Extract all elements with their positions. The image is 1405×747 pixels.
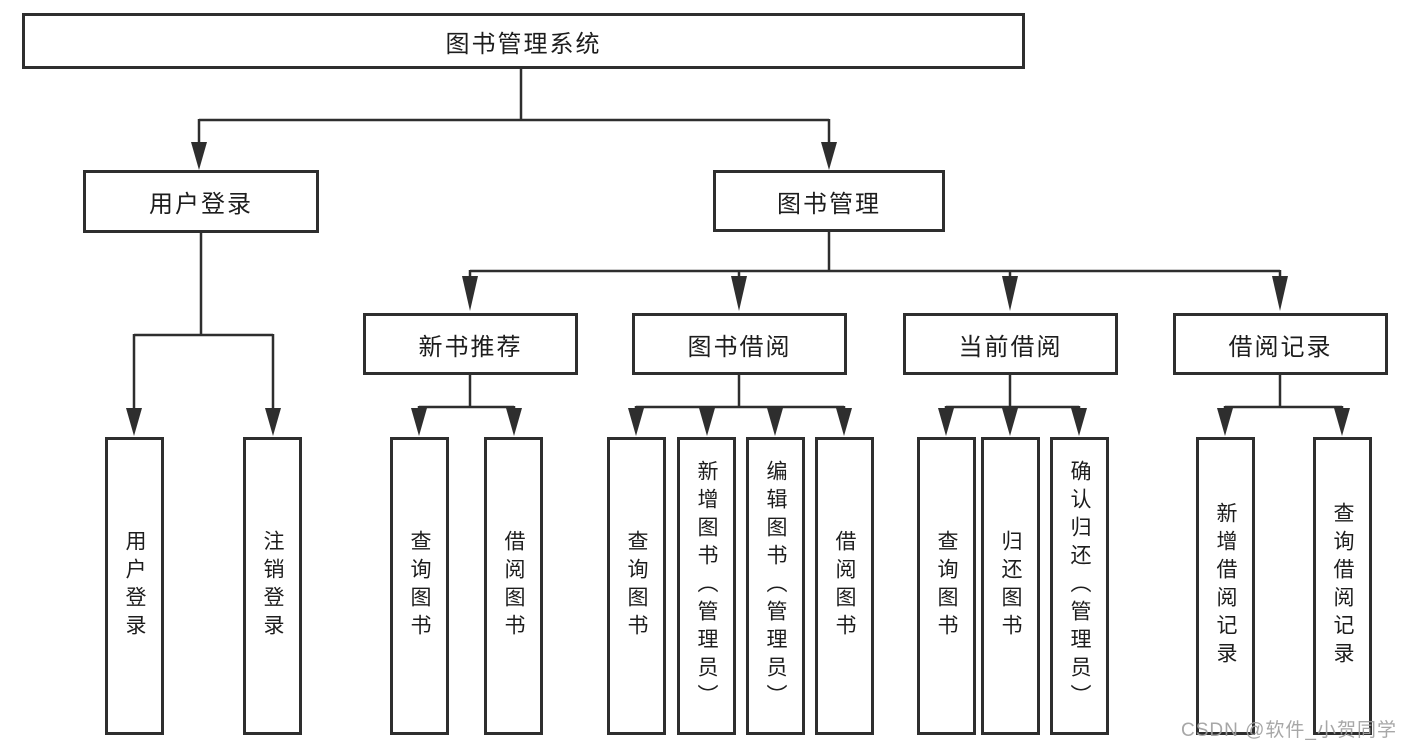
node-label: 查询图书	[408, 530, 431, 642]
node-label: 新增图书（管理员）	[695, 460, 718, 712]
node-leaf-add-books-admin: 新增图书（管理员）	[677, 437, 736, 735]
node-current-borrowing: 当前借阅	[903, 313, 1118, 375]
node-leaf-query-books-1: 查询图书	[390, 437, 449, 735]
watermark: CSDN @软件_小贺同学	[1181, 720, 1397, 741]
node-label: 借阅图书	[833, 530, 856, 642]
node-leaf-query-books-3: 查询图书	[917, 437, 976, 735]
node-new-book-recommend: 新书推荐	[363, 313, 578, 375]
node-label: 新增借阅记录	[1214, 502, 1237, 670]
node-label: 图书借阅	[687, 333, 792, 361]
node-leaf-borrow-books-2: 借阅图书	[815, 437, 874, 735]
node-label: 确认归还（管理员）	[1068, 460, 1091, 712]
node-label: 查询借阅记录	[1331, 502, 1354, 670]
node-label: 借阅记录	[1228, 333, 1333, 361]
node-leaf-edit-books-admin: 编辑图书（管理员）	[746, 437, 805, 735]
node-library-management-system: 图书管理系统	[22, 13, 1025, 69]
node-book-management: 图书管理	[713, 170, 945, 232]
node-label: 查询图书	[625, 530, 648, 642]
node-label: 用户登录	[123, 530, 146, 642]
node-leaf-user-login: 用户登录	[105, 437, 164, 735]
node-leaf-add-borrow-record: 新增借阅记录	[1196, 437, 1255, 735]
node-book-borrowing: 图书借阅	[632, 313, 847, 375]
node-leaf-confirm-return-admin: 确认归还（管理员）	[1050, 437, 1109, 735]
node-leaf-borrow-books-1: 借阅图书	[484, 437, 543, 735]
node-leaf-logout: 注销登录	[243, 437, 302, 735]
node-label: 查询图书	[935, 530, 958, 642]
node-label: 编辑图书（管理员）	[764, 460, 787, 712]
node-label: 新书推荐	[418, 333, 523, 361]
node-label: 归还图书	[999, 530, 1022, 642]
node-label: 图书管理系统	[445, 30, 602, 58]
node-leaf-query-books-2: 查询图书	[607, 437, 666, 735]
node-label: 用户登录	[149, 191, 253, 218]
node-leaf-query-borrow-record: 查询借阅记录	[1313, 437, 1372, 735]
node-leaf-return-books: 归还图书	[981, 437, 1040, 735]
node-label: 图书管理	[777, 190, 881, 218]
node-borrowing-records: 借阅记录	[1173, 313, 1388, 375]
node-label: 借阅图书	[502, 530, 525, 642]
node-label: 当前借阅	[958, 333, 1063, 361]
node-user-login: 用户登录	[83, 170, 319, 233]
node-label: 注销登录	[261, 530, 284, 642]
